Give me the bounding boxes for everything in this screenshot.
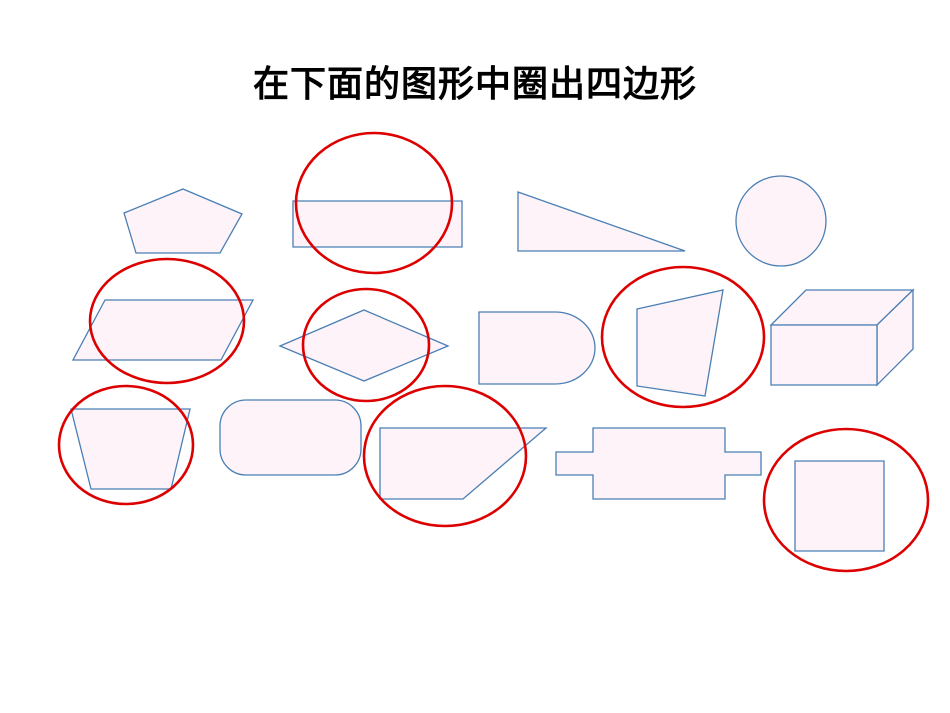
shape-right-trapezoid bbox=[379, 427, 548, 500]
shape-right-triangle bbox=[517, 191, 686, 252]
mark-square bbox=[762, 427, 930, 573]
mark-rhombus bbox=[301, 287, 431, 403]
shape-cuboid bbox=[769, 288, 915, 387]
shape-irregular-quadrilateral bbox=[636, 289, 724, 397]
shape-square bbox=[794, 460, 885, 552]
shape-trapezoid bbox=[70, 408, 191, 490]
mark-irregular-quadrilateral bbox=[600, 265, 766, 409]
shape-pentagon bbox=[123, 188, 243, 254]
mark-trapezoid bbox=[57, 384, 195, 506]
shape-wide-rectangle bbox=[292, 200, 463, 248]
mark-right-trapezoid bbox=[362, 384, 528, 528]
worksheet-title: 在下面的图形中圈出四边形 bbox=[252, 64, 697, 105]
mark-parallelogram bbox=[88, 257, 246, 385]
shape-d-shape bbox=[478, 311, 596, 385]
shape-parallelogram bbox=[71, 299, 255, 361]
shape-layer bbox=[70, 175, 915, 552]
shape-rounded-rectangle bbox=[219, 399, 362, 476]
shape-cross-shape bbox=[555, 427, 762, 500]
circle-mark-layer bbox=[57, 131, 930, 573]
shape-circle bbox=[735, 175, 827, 267]
mark-wide-rectangle bbox=[294, 131, 454, 275]
shape-rhombus bbox=[278, 309, 450, 382]
